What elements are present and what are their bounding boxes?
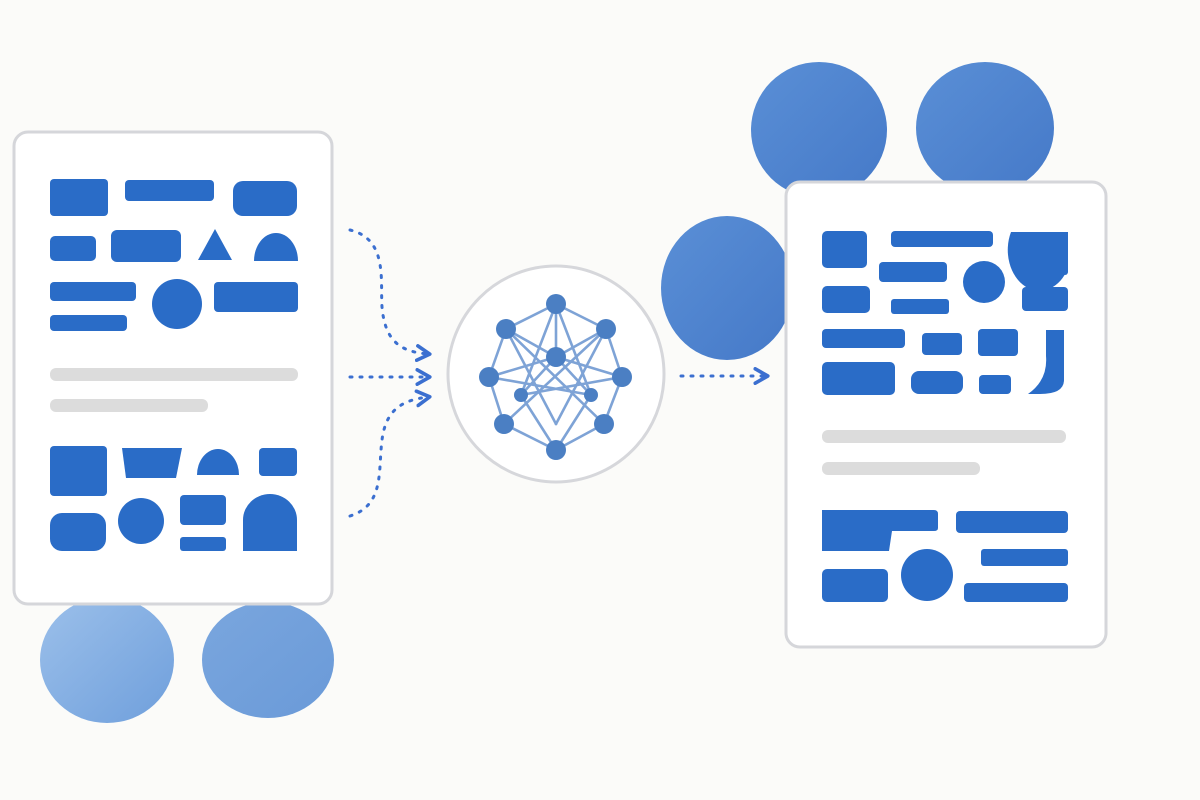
network-node <box>546 294 566 314</box>
content-block <box>180 495 226 525</box>
network-node <box>584 388 598 402</box>
network-node <box>546 347 566 367</box>
content-shape-circle <box>963 261 1005 303</box>
content-block <box>891 231 993 247</box>
result-block-group-top <box>822 231 1068 395</box>
input-arrows <box>348 228 432 518</box>
content-shape-trapezoid <box>122 448 182 478</box>
content-block <box>956 511 1068 533</box>
source-document-card <box>12 130 334 606</box>
content-block <box>50 513 106 551</box>
content-block <box>214 282 298 312</box>
result-block-group-bottom <box>822 510 1068 602</box>
text-line <box>50 399 208 412</box>
network-nodes <box>479 294 632 460</box>
source-text-lines <box>50 368 298 412</box>
content-block <box>111 230 181 262</box>
content-block <box>822 362 895 395</box>
content-block <box>822 286 870 313</box>
content-block <box>233 181 297 216</box>
content-block <box>50 236 96 261</box>
network-node <box>494 414 514 434</box>
content-block <box>822 569 888 602</box>
decor-circle-right-1 <box>751 62 887 198</box>
decor-circle-left-2 <box>202 602 334 718</box>
content-block <box>50 179 108 216</box>
content-block <box>1019 262 1068 275</box>
content-shape-arch <box>243 494 297 551</box>
content-shape-tab-block <box>822 510 938 551</box>
source-block-group-top <box>50 179 298 331</box>
network-node <box>514 388 528 402</box>
content-block <box>50 446 107 496</box>
content-block <box>978 329 1018 356</box>
content-shape-halfcircle <box>254 233 298 261</box>
result-document-card <box>784 180 1108 649</box>
content-shape-circle <box>152 279 202 329</box>
content-shape-circle <box>118 498 164 544</box>
result-text-lines <box>822 430 1066 475</box>
network-node <box>479 367 499 387</box>
content-block <box>1022 287 1068 311</box>
text-line <box>50 368 298 381</box>
content-block <box>50 315 127 331</box>
neural-network-icon <box>479 294 632 460</box>
decor-circle-right-2 <box>916 62 1054 194</box>
left-decorative-circles <box>40 597 334 723</box>
content-block <box>180 537 226 551</box>
right-decorative-circles <box>661 62 1054 360</box>
content-block <box>879 262 947 282</box>
content-block <box>822 231 867 268</box>
content-shape-crescent <box>1028 330 1064 394</box>
content-block <box>891 299 949 314</box>
content-block <box>964 583 1068 602</box>
content-block <box>259 448 297 476</box>
text-line <box>822 430 1066 443</box>
source-block-group-bottom <box>50 446 297 551</box>
content-shape-halfcircle <box>197 449 239 475</box>
dotted-arrow-icon <box>348 389 432 518</box>
content-block <box>125 180 214 201</box>
decor-circle-left-1 <box>40 597 174 723</box>
content-block <box>50 282 136 301</box>
decor-circle-right-3 <box>661 216 793 360</box>
content-shape-circle <box>901 549 953 601</box>
dotted-arrow-icon <box>348 228 432 363</box>
network-node <box>496 319 516 339</box>
content-block <box>922 333 962 355</box>
network-node <box>594 414 614 434</box>
content-block <box>981 549 1068 566</box>
ai-hub <box>446 264 666 484</box>
network-node <box>596 319 616 339</box>
content-block <box>822 329 905 348</box>
content-block <box>979 375 1011 394</box>
content-shape-halfcircle <box>1007 232 1068 291</box>
network-node <box>546 440 566 460</box>
content-block <box>911 371 963 394</box>
content-shape-triangle <box>198 229 232 260</box>
text-line <box>822 462 980 475</box>
network-node <box>612 367 632 387</box>
